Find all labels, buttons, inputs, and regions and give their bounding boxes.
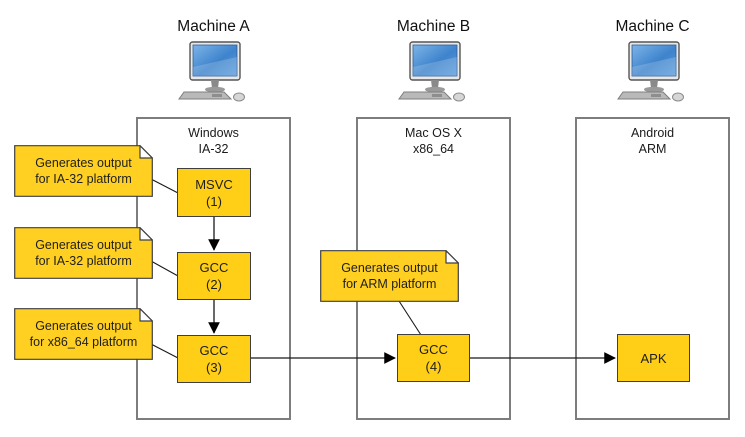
note-shape xyxy=(14,227,153,279)
machine-c-os-line2: ARM xyxy=(638,142,667,156)
node-gcc-4-label: GCC xyxy=(419,342,448,357)
computer-icon xyxy=(178,41,245,102)
node-apk-label: APK xyxy=(640,350,667,366)
note-text-line2: for ARM platform xyxy=(342,277,437,291)
note-ia32-output-2: Generates output for IA-32 platform xyxy=(14,227,153,279)
node-gcc-2-number: (2) xyxy=(206,277,222,292)
machine-b-title: Machine B xyxy=(396,18,471,35)
node-gcc-4: GCC (4) xyxy=(397,334,470,382)
note-x86-64-output: Generates output for x86_64 platform xyxy=(14,308,153,360)
connector-note1-msvc1 xyxy=(150,178,179,194)
connector-note2-gcc2 xyxy=(150,260,179,277)
note-text-line2: for IA-32 platform xyxy=(35,172,132,186)
machine-b-os-line2: x86_64 xyxy=(412,142,454,156)
note-text-line2: for x86_64 platform xyxy=(29,335,138,349)
node-gcc-3-label: GCC xyxy=(199,343,229,358)
node-msvc-label: MSVC xyxy=(195,176,233,192)
note-text-line2: for IA-32 platform xyxy=(35,254,132,268)
machine-b-os-label: Mac OS X x86_64 xyxy=(358,125,509,157)
node-gcc-2: GCC (2) xyxy=(177,252,251,300)
node-gcc-2-label: GCC xyxy=(199,260,229,275)
node-msvc-number: (1) xyxy=(206,193,222,209)
note-text-line1: Generates output xyxy=(35,238,132,252)
machine-a-os-line1: Windows xyxy=(188,126,239,140)
connector-note4-gcc4 xyxy=(398,300,422,336)
note-shape xyxy=(14,145,153,197)
node-gcc-3-number: (3) xyxy=(206,360,222,375)
note-shape xyxy=(14,308,153,360)
machine-a-title: Machine A xyxy=(177,18,250,35)
node-gcc-3: GCC (3) xyxy=(177,335,251,383)
node-msvc: MSVC (1) xyxy=(177,168,251,217)
note-arm-output: Generates output for ARM platform xyxy=(320,250,459,302)
machine-c-title: Machine C xyxy=(615,18,690,35)
note-text-line1: Generates output xyxy=(35,319,132,333)
machine-c-os-line1: Android xyxy=(630,126,675,140)
machine-c-os-label: Android ARM xyxy=(577,125,728,157)
machine-a-os-label: Windows IA-32 xyxy=(138,125,289,157)
computer-icon xyxy=(398,41,465,102)
note-text-line1: Generates output xyxy=(35,156,132,170)
connector-note3-gcc3 xyxy=(150,343,179,359)
machine-c-container: Android ARM xyxy=(575,117,730,420)
note-shape xyxy=(320,250,459,302)
machine-a-os-line2: IA-32 xyxy=(198,142,229,156)
computer-icon xyxy=(617,41,684,102)
note-text-line1: Generates output xyxy=(341,261,438,275)
node-gcc-4-number: (4) xyxy=(425,359,442,374)
machine-b-os-line1: Mac OS X xyxy=(405,126,462,140)
node-apk: APK xyxy=(617,334,690,382)
note-ia32-output-1: Generates output for IA-32 platform xyxy=(14,145,153,197)
